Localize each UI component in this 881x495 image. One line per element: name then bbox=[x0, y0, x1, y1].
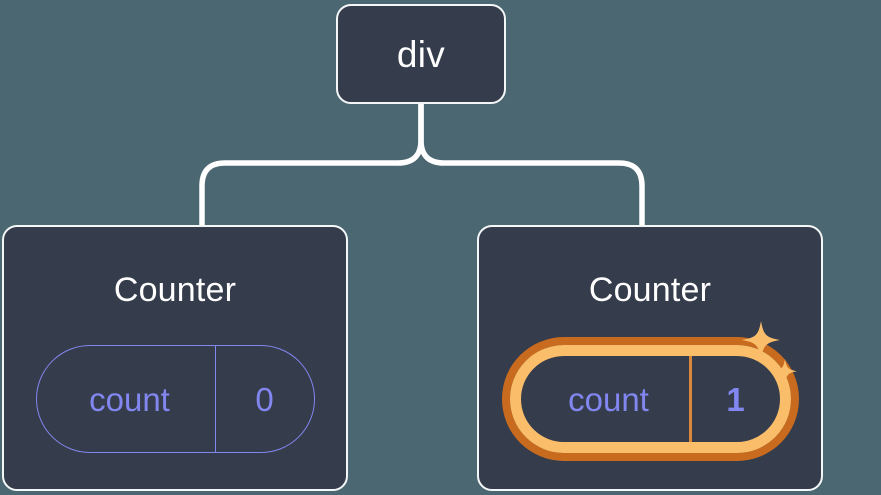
node-root-label: div bbox=[396, 33, 446, 75]
state-value-right: 1 bbox=[688, 356, 780, 442]
state-pill-right[interactable]: count 1 bbox=[509, 345, 791, 453]
state-key-left: count bbox=[89, 380, 170, 418]
state-key-right: count bbox=[568, 380, 649, 418]
connector-path-right bbox=[418, 101, 645, 229]
node-counter-right[interactable]: Counter count 1 bbox=[477, 225, 823, 491]
node-counter-left-title: Counter bbox=[113, 271, 237, 309]
node-root-div[interactable]: div bbox=[336, 4, 506, 104]
state-pill-wrap-right: count 1 bbox=[479, 345, 821, 453]
node-counter-right-title: Counter bbox=[588, 271, 712, 309]
state-pill-wrap-left: count 0 bbox=[4, 345, 346, 453]
connector-path-left bbox=[199, 101, 424, 229]
node-counter-left[interactable]: Counter count 0 bbox=[2, 225, 348, 491]
state-value-left: 0 bbox=[214, 346, 314, 452]
state-pill-left[interactable]: count 0 bbox=[35, 345, 315, 453]
